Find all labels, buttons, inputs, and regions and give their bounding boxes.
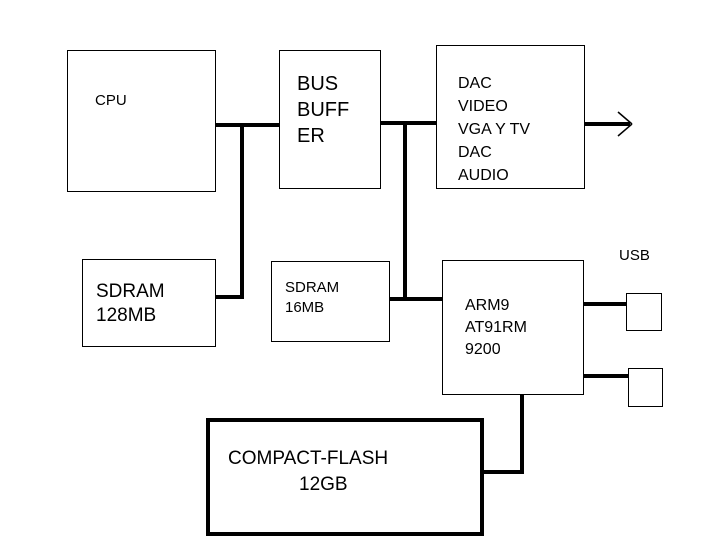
sdram-16mb-label: SDRAM 16MB: [285, 279, 340, 316]
cpu-block: CPU: [67, 50, 216, 192]
usb-port-2: [628, 368, 663, 407]
bus-buffer-block: BUS BUFF ER: [279, 50, 381, 189]
sdram-128mb-block: SDRAM 128MB: [82, 259, 216, 347]
arm9-block: ARM9 AT91RM 9200: [442, 260, 584, 395]
compact-flash-label: COMPACT-FLASH 12GB: [228, 448, 389, 495]
bus-buffer-label: BUS BUFF ER: [297, 73, 350, 147]
dac-label: DAC VIDEO VGA Y TV DAC AUDIO: [458, 75, 531, 184]
usb-port-1: [626, 293, 662, 331]
usb-label: USB: [619, 247, 650, 264]
arm9-label: ARM9 AT91RM 9200: [465, 297, 527, 358]
compact-flash-block: COMPACT-FLASH 12GB: [206, 418, 484, 536]
sdram-16mb-block: SDRAM 16MB: [271, 261, 390, 342]
dac-block: DAC VIDEO VGA Y TV DAC AUDIO: [436, 45, 585, 189]
sdram-128mb-label: SDRAM 128MB: [96, 281, 165, 326]
output-arrow-icon: [617, 111, 633, 137]
cpu-label: CPU: [95, 92, 127, 109]
